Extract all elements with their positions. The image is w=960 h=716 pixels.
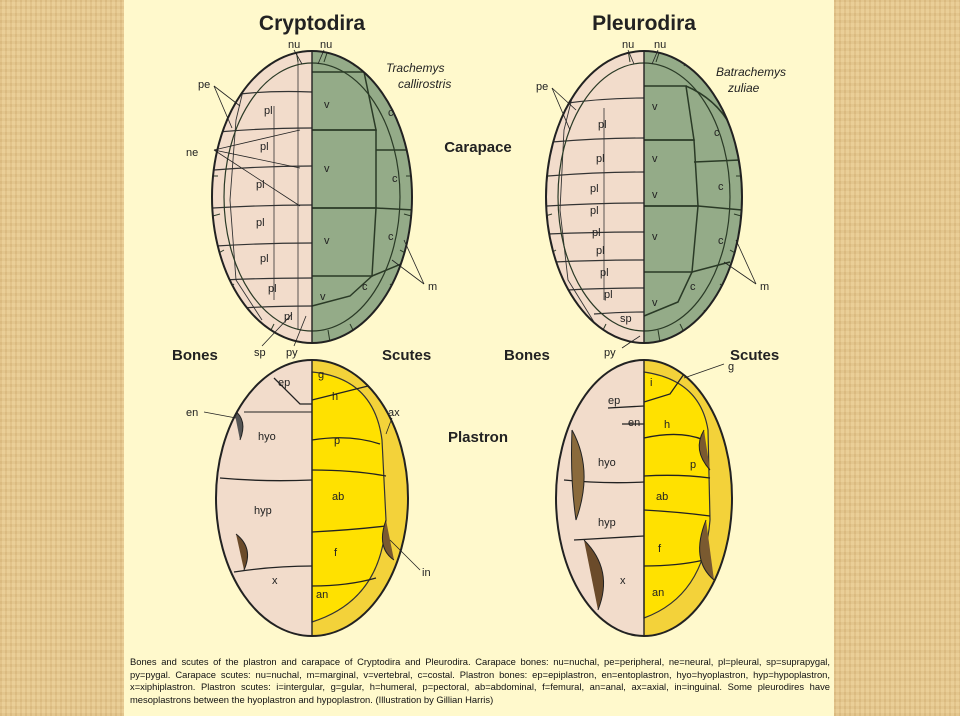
label-ab-right: ab — [656, 491, 668, 503]
label-c-3-right: c — [718, 235, 724, 247]
label-hyo-right: hyo — [598, 457, 616, 469]
label-nu-bone-left: nu — [288, 39, 300, 51]
label-hyo-left: hyo — [258, 431, 276, 443]
label-py-left: py — [286, 347, 298, 359]
label-nu-bone-right: nu — [622, 39, 634, 51]
label-m-right: m — [760, 281, 769, 293]
label-i-right: i — [650, 377, 652, 389]
label-h-right: h — [664, 419, 670, 431]
species-trachemys-2: callirostris — [398, 77, 451, 91]
label-v-3-left: v — [324, 235, 330, 247]
label-en-right: en — [628, 417, 640, 429]
label-pl-2-right: pl — [596, 153, 605, 165]
label-ep-right: ep — [608, 395, 620, 407]
label-py-right: py — [604, 347, 616, 359]
label-scutes-right: Scutes — [730, 347, 779, 364]
label-pl-6-left: pl — [268, 283, 277, 295]
label-hyp-right: hyp — [598, 517, 616, 529]
species-batrachemys-2: zuliae — [727, 81, 760, 95]
label-m-left: m — [428, 281, 437, 293]
label-pl-7-left: pl — [284, 311, 293, 323]
illustration-panel: Cryptodira Pleurodira — [124, 0, 834, 716]
figure-caption: Bones and scutes of the plastron and car… — [130, 656, 830, 705]
right-background-texture — [834, 0, 960, 716]
species-trachemys-1: Trachemys — [386, 61, 444, 75]
label-bones-right: Bones — [504, 347, 550, 364]
label-c-2-right: c — [718, 181, 724, 193]
label-p-right: p — [690, 459, 696, 471]
label-pl-5-left: pl — [260, 253, 269, 265]
label-x-left: x — [272, 575, 278, 587]
label-c-1-right: c — [714, 127, 720, 139]
label-pl-5-right: pl — [592, 227, 601, 239]
label-c-2-left: c — [392, 173, 398, 185]
label-v-4-left: v — [320, 291, 326, 303]
label-pl-7-right: pl — [600, 267, 609, 279]
label-x-right: x — [620, 575, 626, 587]
label-f-left: f — [334, 547, 338, 559]
label-f-right: f — [658, 543, 662, 555]
leader-lines — [203, 49, 757, 571]
label-pl-4-left: pl — [256, 217, 265, 229]
cryptodira-plastron — [215, 359, 409, 637]
label-nu-scute-left: nu — [320, 39, 332, 51]
label-pl-3-left: pl — [256, 179, 265, 191]
label-carapace: Carapace — [444, 139, 512, 156]
label-c-1-left: c — [388, 107, 394, 119]
label-sp-right: sp — [620, 313, 632, 325]
label-pe-left: pe — [198, 79, 210, 91]
label-v-3-right: v — [652, 189, 658, 201]
turtle-shell-diagram: Cryptodira Pleurodira — [172, 12, 786, 637]
label-pl-6-right: pl — [596, 245, 605, 257]
label-plastron: Plastron — [448, 429, 508, 446]
label-v-4-right: v — [652, 231, 658, 243]
cryptodira-carapace — [211, 50, 413, 344]
label-in-left: in — [422, 567, 431, 579]
left-background-texture — [0, 0, 124, 716]
label-sp-left: sp — [254, 347, 266, 359]
label-v-1-right: v — [652, 101, 658, 113]
label-en-left: en — [186, 407, 198, 419]
title-cryptodira: Cryptodira — [259, 12, 366, 35]
species-batrachemys-1: Batrachemys — [716, 65, 786, 79]
pleurodira-plastron — [555, 359, 733, 637]
label-nu-scute-right: nu — [654, 39, 666, 51]
label-pl-1-left: pl — [264, 105, 273, 117]
label-ab-left: ab — [332, 491, 344, 503]
label-v-1-left: v — [324, 99, 330, 111]
label-bones-left: Bones — [172, 347, 218, 364]
label-g-right: g — [728, 361, 734, 373]
label-ep-left: ep — [278, 377, 290, 389]
label-v-2-right: v — [652, 153, 658, 165]
label-ax-left: ax — [388, 407, 400, 419]
label-scutes-left: Scutes — [382, 347, 431, 364]
label-c-4-left: c — [362, 281, 368, 293]
label-p-left: p — [334, 435, 340, 447]
label-h-left: h — [332, 391, 338, 403]
label-v-2-left: v — [324, 163, 330, 175]
label-g-left: g — [318, 369, 324, 381]
label-c-3-left: c — [388, 231, 394, 243]
label-pl-1-right: pl — [598, 119, 607, 131]
label-pl-3-right: pl — [590, 183, 599, 195]
label-pl-4-right: pl — [590, 205, 599, 217]
label-c-4-right: c — [690, 281, 696, 293]
label-hyp-left: hyp — [254, 505, 272, 517]
label-pe-right: pe — [536, 81, 548, 93]
label-an-left: an — [316, 589, 328, 601]
label-v-5-right: v — [652, 297, 658, 309]
label-an-right: an — [652, 587, 664, 599]
pleurodira-carapace — [545, 50, 743, 344]
label-pl-8-right: pl — [604, 289, 613, 301]
label-pl-2-left: pl — [260, 141, 269, 153]
title-pleurodira: Pleurodira — [592, 12, 696, 35]
label-ne-left: ne — [186, 147, 198, 159]
